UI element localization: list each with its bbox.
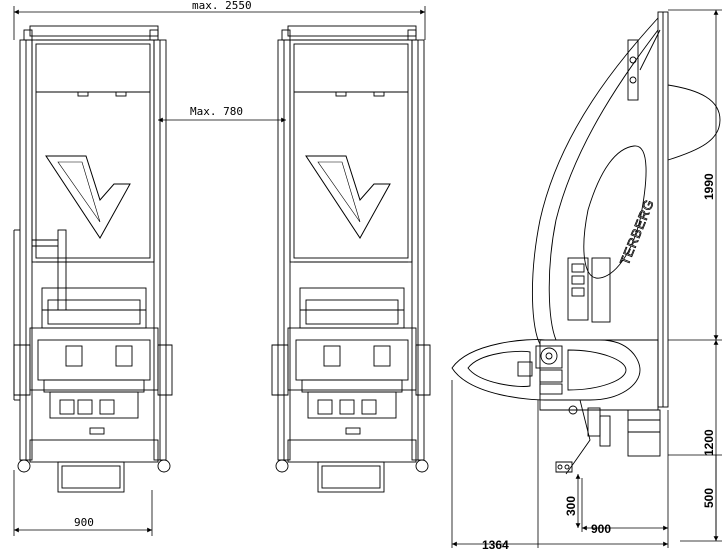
height-1200-label: 1200 [702,429,716,456]
depth-300-label: 300 [564,496,578,516]
side-view [451,11,721,475]
height-500-label: 500 [702,488,716,508]
depth-1364-label: 1364 [482,538,509,552]
max-width-dimension [13,6,426,40]
terberg-logo-right [305,155,391,239]
terberg-brand-text: TERBERG [617,197,657,267]
left-width-dimension [13,470,153,536]
terberg-logo-left [45,155,131,239]
max-width-label: max. 2550 [192,0,252,12]
left-width-label: 900 [74,516,94,529]
right-unit-front-view [271,25,431,493]
height-1990-label: 1990 [702,173,716,200]
gap-label: Max. 780 [190,105,243,118]
left-unit-front-view [13,25,173,493]
depth-900-label: 900 [591,522,611,536]
side-dimension-lines [451,9,722,548]
